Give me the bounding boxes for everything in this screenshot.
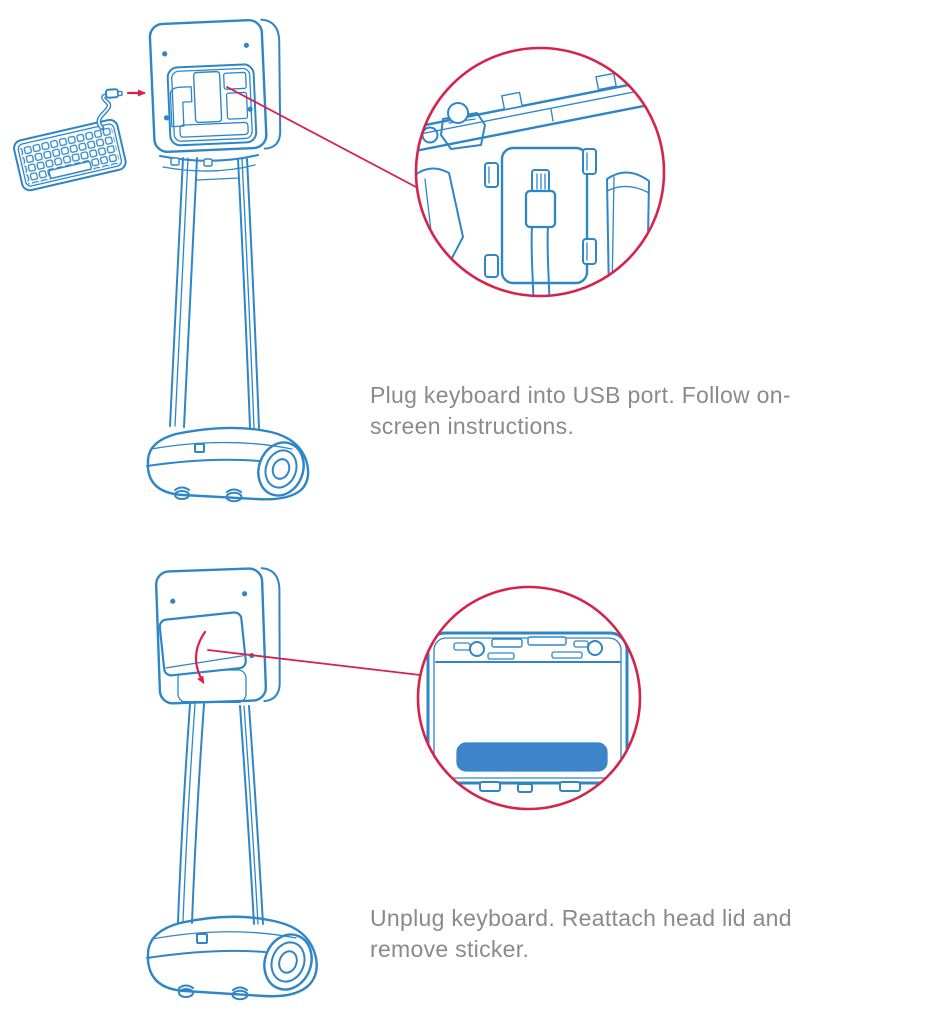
magnifier-circle xyxy=(414,46,666,298)
step2-caption: Unplug keyboard. Reattach head lid and r… xyxy=(370,905,792,962)
robot-head-rear xyxy=(148,18,282,172)
robot-base xyxy=(146,426,310,503)
info-sticker xyxy=(456,742,608,772)
caster-wheel xyxy=(231,989,249,1001)
robot-lid-illustration xyxy=(146,567,318,1001)
caster-wheel xyxy=(225,491,243,503)
usb-port-detail-art xyxy=(416,72,661,296)
usb-plug xyxy=(524,169,557,296)
step1-caption: Plug keyboard into USB port. Follow on-s… xyxy=(370,382,791,439)
usb-panel-opening xyxy=(166,63,258,147)
head-lid-detail-art xyxy=(426,631,629,793)
charging-port xyxy=(194,443,205,453)
head-lid-sticker-detail-callout xyxy=(416,585,642,811)
curved-arrow-down-icon xyxy=(194,630,207,685)
drive-wheel xyxy=(263,933,313,991)
keyboard-illustration xyxy=(13,88,146,192)
leader-line-usb xyxy=(226,86,417,188)
robot-base xyxy=(146,915,318,1001)
robot-neck xyxy=(169,157,260,429)
caster-wheel xyxy=(178,988,194,998)
caster-wheel xyxy=(174,490,190,500)
drive-wheel xyxy=(257,441,305,497)
head-lid xyxy=(158,611,247,677)
magnifier-circle xyxy=(416,585,642,811)
usb-port-detail-callout xyxy=(414,46,666,298)
usb-cover-plate xyxy=(192,70,223,124)
keyboard-cable xyxy=(96,88,123,131)
charging-port xyxy=(196,933,208,944)
robot-neck xyxy=(177,703,264,925)
robot-rear-illustration xyxy=(146,18,310,503)
keyboard xyxy=(13,118,127,192)
usb-cover-plate xyxy=(500,146,589,285)
leader-line-lid xyxy=(207,649,421,676)
